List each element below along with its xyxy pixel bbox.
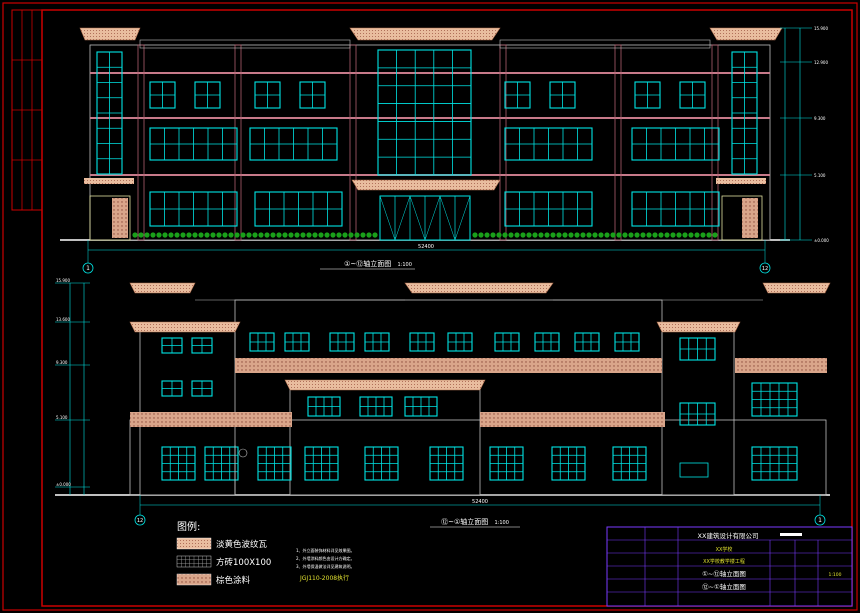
level-mark: ±0.000 xyxy=(56,482,71,487)
title-block: XX建筑设计有限公司 XX学校 XX学校教学楼工程 ①~⑫轴立面图 ⑫~①轴立面… xyxy=(606,526,853,607)
note-2: 2、外墙涂料颜色由设计方确定。 xyxy=(296,555,355,561)
window xyxy=(249,127,338,161)
window xyxy=(404,396,438,417)
window xyxy=(504,191,593,227)
window xyxy=(751,382,798,417)
legend-title: 图例: xyxy=(177,520,200,533)
window xyxy=(429,446,464,481)
axis-bubble-upper-left: 1 xyxy=(86,265,90,272)
legend-item-tile: 方砖100X100 xyxy=(216,557,271,568)
window xyxy=(284,332,310,352)
window xyxy=(359,396,393,417)
axis-bubble-lower-right: 1 xyxy=(818,517,822,524)
lower-caption: ⑫~①轴立面图 1:100 xyxy=(441,517,509,526)
title-company: XX建筑设计有限公司 xyxy=(698,531,759,540)
window xyxy=(254,81,281,109)
window xyxy=(364,332,390,352)
window xyxy=(679,81,706,109)
level-mark: 15.900 xyxy=(814,26,828,31)
window xyxy=(631,127,720,161)
window xyxy=(634,81,661,109)
pilaster xyxy=(499,44,507,241)
level-mark: 12.900 xyxy=(814,60,828,65)
pilaster xyxy=(614,44,622,241)
window xyxy=(161,337,183,354)
window xyxy=(679,337,716,361)
pilaster xyxy=(711,44,719,241)
title-scale: 1:100 xyxy=(829,572,842,578)
window xyxy=(149,191,238,227)
note-3: 3、外墙保温做法详见建筑说明。 xyxy=(296,563,355,569)
lower-total-dimension: 52400 xyxy=(472,499,488,505)
window xyxy=(631,191,720,227)
level-mark: 5.100 xyxy=(814,173,826,178)
window xyxy=(534,332,560,352)
legend-item-roof: 淡黄色波纹瓦 xyxy=(216,539,268,550)
window xyxy=(149,81,176,109)
upper-caption: ①~⑫轴立面图 1:100 xyxy=(344,259,412,268)
upper-total-dimension: 52400 xyxy=(418,244,434,250)
pilaster xyxy=(137,44,145,241)
window xyxy=(551,446,586,481)
pilaster xyxy=(234,44,242,241)
window xyxy=(254,191,343,227)
curtain-wall xyxy=(377,49,472,176)
window xyxy=(409,332,435,352)
window xyxy=(191,337,213,354)
axis-bubble-upper-right: 12 xyxy=(762,266,768,272)
window xyxy=(364,446,399,481)
note-1: 1、外立面装饰材料详见效果图。 xyxy=(296,547,355,553)
window xyxy=(504,81,531,109)
window xyxy=(307,396,341,417)
level-mark: 9.300 xyxy=(56,360,68,365)
title-project: XX学校 xyxy=(716,546,733,553)
window xyxy=(504,127,593,161)
legend: 图例: 淡黄色波纹瓦 方砖100X100 棕色涂料 1、外立面装饰材料详见效果图… xyxy=(176,520,355,586)
window xyxy=(304,446,339,481)
window xyxy=(194,81,221,109)
window xyxy=(549,81,576,109)
legend-item-paint: 棕色涂料 xyxy=(216,575,251,586)
title-subproject: XX学校教学楼工程 xyxy=(703,558,745,565)
title-sheet-2: ⑫~①轴立面图 xyxy=(702,582,746,591)
window xyxy=(614,332,640,352)
level-mark: 15.900 xyxy=(56,278,70,283)
window xyxy=(249,332,275,352)
window xyxy=(257,446,292,481)
window xyxy=(447,332,473,352)
window xyxy=(204,446,239,481)
window xyxy=(161,446,196,481)
window xyxy=(679,402,716,426)
note-reference: JGJ110-2008执行 xyxy=(299,574,349,582)
level-mark: 9.300 xyxy=(814,116,826,121)
level-mark: 5.100 xyxy=(56,415,68,420)
axis-bubble-lower-left: 12 xyxy=(137,518,143,524)
window xyxy=(149,127,238,161)
window xyxy=(299,81,326,109)
level-mark: ±0.000 xyxy=(814,238,829,243)
window xyxy=(161,380,183,397)
window xyxy=(329,332,355,352)
level-mark: 13.600 xyxy=(56,317,70,322)
window xyxy=(489,446,524,481)
window xyxy=(494,332,520,352)
title-sheet-1: ①~⑫轴立面图 xyxy=(702,569,746,578)
window xyxy=(612,446,647,481)
window xyxy=(191,380,213,397)
stair-window xyxy=(96,51,123,175)
window xyxy=(751,446,798,481)
window xyxy=(574,332,600,352)
stair-window xyxy=(731,51,758,175)
pilaster xyxy=(349,44,357,241)
